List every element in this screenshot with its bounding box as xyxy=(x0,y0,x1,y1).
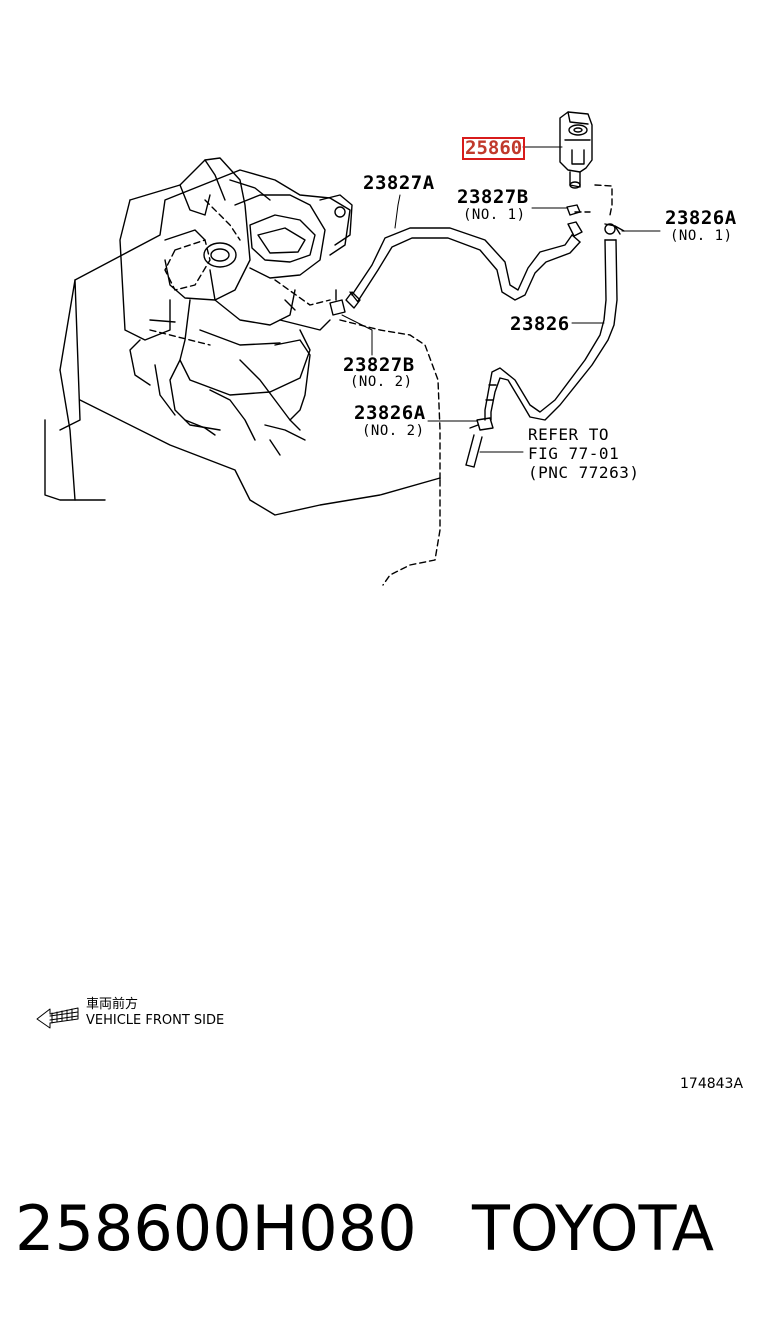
dashed-outline xyxy=(150,185,612,585)
refer-note-line2: FIG 77-01 xyxy=(528,444,620,463)
clip-23827B-2 xyxy=(330,290,345,315)
engine-assembly xyxy=(45,158,440,515)
leader-lines xyxy=(342,147,660,452)
callout-23826A-no1-sub: (NO. 1) xyxy=(670,228,733,244)
callout-23827B-no2[interactable]: 23827B xyxy=(343,354,415,376)
refer-note-line3: (PNC 77263) xyxy=(528,463,640,482)
callout-23827A[interactable]: 23827A xyxy=(363,172,435,194)
callout-23826A-no2-sub: (NO. 2) xyxy=(362,423,425,439)
part-number: 258600H080 xyxy=(15,1192,417,1265)
callout-23826A-no1[interactable]: 23826A xyxy=(665,207,737,229)
callout-23827B-no1-sub: (NO. 1) xyxy=(463,207,526,223)
callout-23826A-no2[interactable]: 23826A xyxy=(354,402,426,424)
callout-25860[interactable]: 25860 xyxy=(462,137,526,160)
valve-25860 xyxy=(560,112,592,188)
callout-23827B-no2-sub: (NO. 2) xyxy=(350,374,413,390)
vehicle-front-japanese: 車両前方 xyxy=(86,997,139,1012)
figure-number: 174843A xyxy=(680,1076,744,1092)
brand-name: TOYOTA xyxy=(472,1192,715,1265)
clip-23826A-2 xyxy=(470,418,493,430)
hose-23827A xyxy=(346,228,580,308)
refer-tube xyxy=(466,435,482,467)
callout-23826[interactable]: 23826 xyxy=(510,313,570,335)
refer-note-line1: REFER TO xyxy=(528,425,610,444)
vehicle-front-label: VEHICLE FRONT SIDE xyxy=(86,1013,225,1028)
clip-23826A-1 xyxy=(605,224,624,234)
vehicle-front-arrow-icon xyxy=(37,1008,78,1028)
clip-23827B-1 xyxy=(567,205,582,236)
callout-23827B-no1[interactable]: 23827B xyxy=(457,186,529,208)
